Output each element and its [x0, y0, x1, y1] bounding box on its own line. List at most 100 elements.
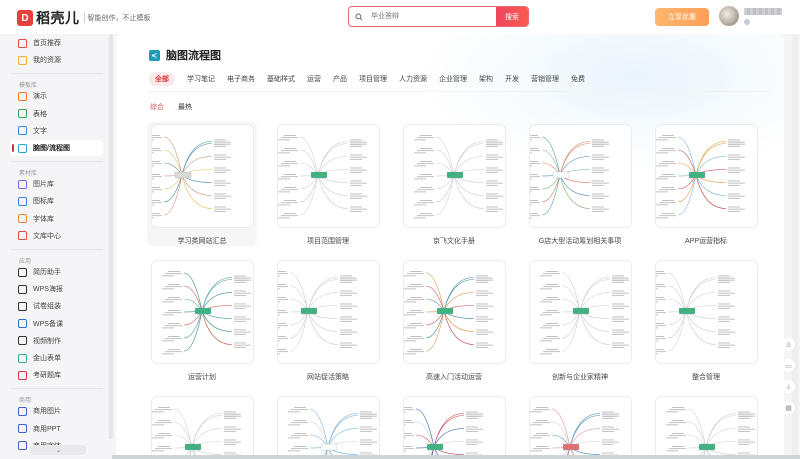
- tab-sort[interactable]: 综合: [150, 104, 164, 111]
- template-card[interactable]: APP运营指标: [651, 122, 761, 246]
- template-card[interactable]: [147, 394, 257, 459]
- sidebar-section-title: 模板库: [19, 83, 38, 90]
- template-title[interactable]: 整合管理: [692, 374, 720, 381]
- template-card[interactable]: [651, 394, 761, 459]
- template-thumbnail[interactable]: [655, 124, 758, 228]
- template-card[interactable]: 项目范围管理: [273, 122, 383, 246]
- template-title[interactable]: 网站促活策略: [307, 374, 349, 381]
- sidebar-item-label: 文字: [33, 127, 47, 135]
- template-title[interactable]: 高速入门活动运营: [426, 374, 482, 381]
- sidebar-scrollbar[interactable]: [109, 34, 113, 439]
- tab-category[interactable]: 学习笔记: [187, 76, 215, 83]
- sidebar-item-poster[interactable]: WPS海报: [11, 281, 103, 297]
- tab-category[interactable]: 全部: [149, 72, 175, 86]
- template-title[interactable]: 京飞文化手册: [433, 238, 475, 245]
- tab-category[interactable]: 项目管理: [359, 76, 387, 83]
- icon-library-icon: [18, 196, 27, 206]
- sidebar-divider: [11, 388, 103, 390]
- template-card[interactable]: [399, 394, 509, 459]
- tab-category[interactable]: 营销管理: [531, 76, 559, 83]
- sidebar-item-commercial-image[interactable]: 商用图片: [11, 403, 103, 419]
- template-card[interactable]: [525, 394, 635, 459]
- search-button[interactable]: 搜索: [496, 7, 528, 26]
- tab-category[interactable]: 电子商务: [227, 76, 255, 83]
- tab-category[interactable]: 产品: [333, 76, 347, 83]
- template-title[interactable]: 学习类网站汇总: [177, 238, 227, 245]
- resume-icon: [18, 267, 27, 277]
- template-card[interactable]: 整合管理: [651, 258, 761, 382]
- template-title[interactable]: G店大型活动筹划相关事项: [538, 238, 622, 245]
- template-title[interactable]: 运营计划: [188, 374, 216, 381]
- template-title[interactable]: 创新与企业家精神: [552, 374, 608, 381]
- template-thumbnail[interactable]: [403, 396, 506, 459]
- sidebar-item-icon-library[interactable]: 图标库: [11, 193, 103, 209]
- template-card[interactable]: 学习类网站汇总: [147, 122, 257, 246]
- template-thumbnail[interactable]: [277, 124, 380, 228]
- sidebar-section-title: 应用: [19, 259, 32, 265]
- sidebar-item-label: 考研题库: [33, 372, 61, 380]
- search-input[interactable]: [369, 7, 496, 26]
- download-icon[interactable]: ⤓: [782, 380, 795, 393]
- avatar[interactable]: [719, 6, 739, 26]
- sidebar-item-image[interactable]: 图片库: [11, 176, 103, 192]
- search-box: 搜索: [348, 6, 529, 27]
- username-blurred[interactable]: [744, 8, 782, 15]
- sidebar-item-form[interactable]: 金山表单: [11, 350, 103, 366]
- template-title[interactable]: APP运营指标: [684, 238, 727, 245]
- sidebar-item-folder[interactable]: 我的资源: [11, 52, 103, 68]
- template-card[interactable]: 京飞文化手册: [399, 122, 509, 246]
- template-card[interactable]: 创新与企业家精神: [525, 258, 635, 382]
- tab-category[interactable]: 企业管理: [439, 76, 467, 83]
- template-thumbnail[interactable]: [277, 396, 380, 459]
- qrcode-icon[interactable]: ▦: [782, 401, 795, 414]
- sidebar-item-spreadsheet[interactable]: 表格: [11, 106, 103, 122]
- sidebar-expand-button[interactable]: ⌄: [31, 445, 86, 455]
- sidebar-item-commercial-ppt[interactable]: 商用PPT: [11, 421, 103, 437]
- template-thumbnail[interactable]: [529, 260, 632, 364]
- template-thumbnail[interactable]: [151, 124, 254, 228]
- sidebar-item-font[interactable]: 字体库: [11, 211, 103, 227]
- template-thumbnail[interactable]: [277, 260, 380, 364]
- sidebar-item-question-bank[interactable]: 考研题库: [11, 367, 103, 383]
- sidebar-item-lesson[interactable]: WPS备课: [11, 316, 103, 332]
- tab-sort[interactable]: 最热: [178, 104, 192, 111]
- template-thumbnail[interactable]: [403, 260, 506, 364]
- user-service-icon[interactable]: ♙: [782, 338, 795, 351]
- tab-category[interactable]: 架构: [479, 76, 493, 83]
- template-card[interactable]: 运营计划: [147, 258, 257, 382]
- template-thumbnail[interactable]: [403, 124, 506, 228]
- tab-category[interactable]: 运营: [307, 76, 321, 83]
- page-title: 脑图流程图: [166, 50, 221, 62]
- tab-category[interactable]: 人力资源: [399, 76, 427, 83]
- sidebar-item-library[interactable]: 文库中心: [11, 228, 103, 244]
- template-title[interactable]: 项目范围管理: [307, 238, 349, 245]
- template-thumbnail[interactable]: [529, 396, 632, 459]
- logo[interactable]: D 稻壳儿 智能创作，不止模板: [17, 8, 151, 28]
- sidebar-item-document[interactable]: 文字: [11, 123, 103, 139]
- template-thumbnail[interactable]: [529, 124, 632, 228]
- vip-offer-button[interactable]: 立享优惠: [655, 8, 709, 26]
- sidebar-item-exam[interactable]: 试卷组装: [11, 298, 103, 314]
- template-thumbnail[interactable]: [151, 396, 254, 459]
- sort-tabs: 综合 最热: [150, 102, 206, 112]
- template-card[interactable]: 高速入门活动运营: [399, 258, 509, 382]
- main-scrollbar[interactable]: [792, 34, 798, 459]
- template-card[interactable]: 网站促活策略: [273, 258, 383, 382]
- sidebar-item-label: 简历助手: [33, 269, 61, 276]
- template-card[interactable]: G店大型活动筹划相关事项: [525, 122, 635, 246]
- feedback-icon[interactable]: ▭: [782, 359, 795, 372]
- tab-category[interactable]: 开发: [505, 76, 519, 83]
- sidebar-item-presentation[interactable]: 演示: [11, 88, 103, 104]
- sidebar-item-mindmap[interactable]: 脑图/流程图: [11, 140, 103, 156]
- sidebar-item-resume[interactable]: 简历助手: [11, 264, 103, 280]
- video-icon: [18, 336, 27, 346]
- template-thumbnail[interactable]: [655, 260, 758, 364]
- template-thumbnail[interactable]: [151, 260, 254, 364]
- tab-category[interactable]: 基础样式: [267, 76, 295, 83]
- sidebar-item-home[interactable]: 首页推荐: [11, 35, 103, 51]
- sidebar-item-video[interactable]: 视频制作: [11, 333, 103, 349]
- commercial-image-icon: [18, 406, 27, 416]
- tab-category[interactable]: 免费: [571, 76, 585, 83]
- template-card[interactable]: [273, 394, 383, 459]
- template-thumbnail[interactable]: [655, 396, 758, 459]
